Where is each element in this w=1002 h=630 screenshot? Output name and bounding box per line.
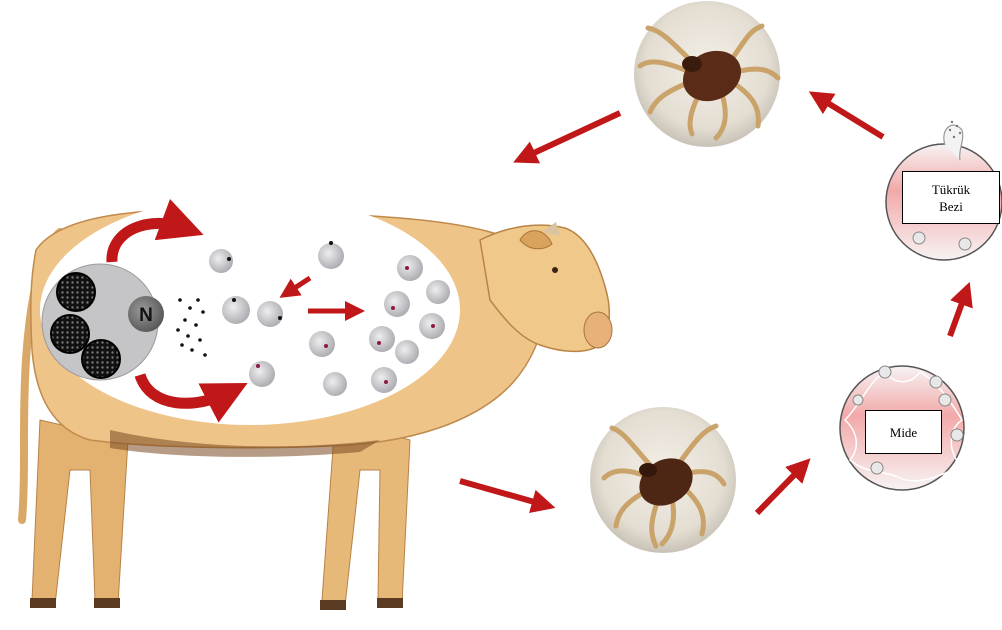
blood-stage-inset: N <box>40 195 460 425</box>
arrow-adult-to-cow <box>523 113 620 158</box>
tick-icon-nymph <box>590 407 736 553</box>
nucleus-label: N <box>139 305 153 326</box>
arrow-nymph-to-stomach <box>757 466 803 513</box>
arrow-stomach-to-gland <box>950 292 966 336</box>
stomach-label: Mide <box>865 410 942 454</box>
arrow-cow-to-nymph <box>460 481 545 505</box>
arrow-gland-to-adult <box>818 97 883 137</box>
tick-icon <box>634 1 780 147</box>
